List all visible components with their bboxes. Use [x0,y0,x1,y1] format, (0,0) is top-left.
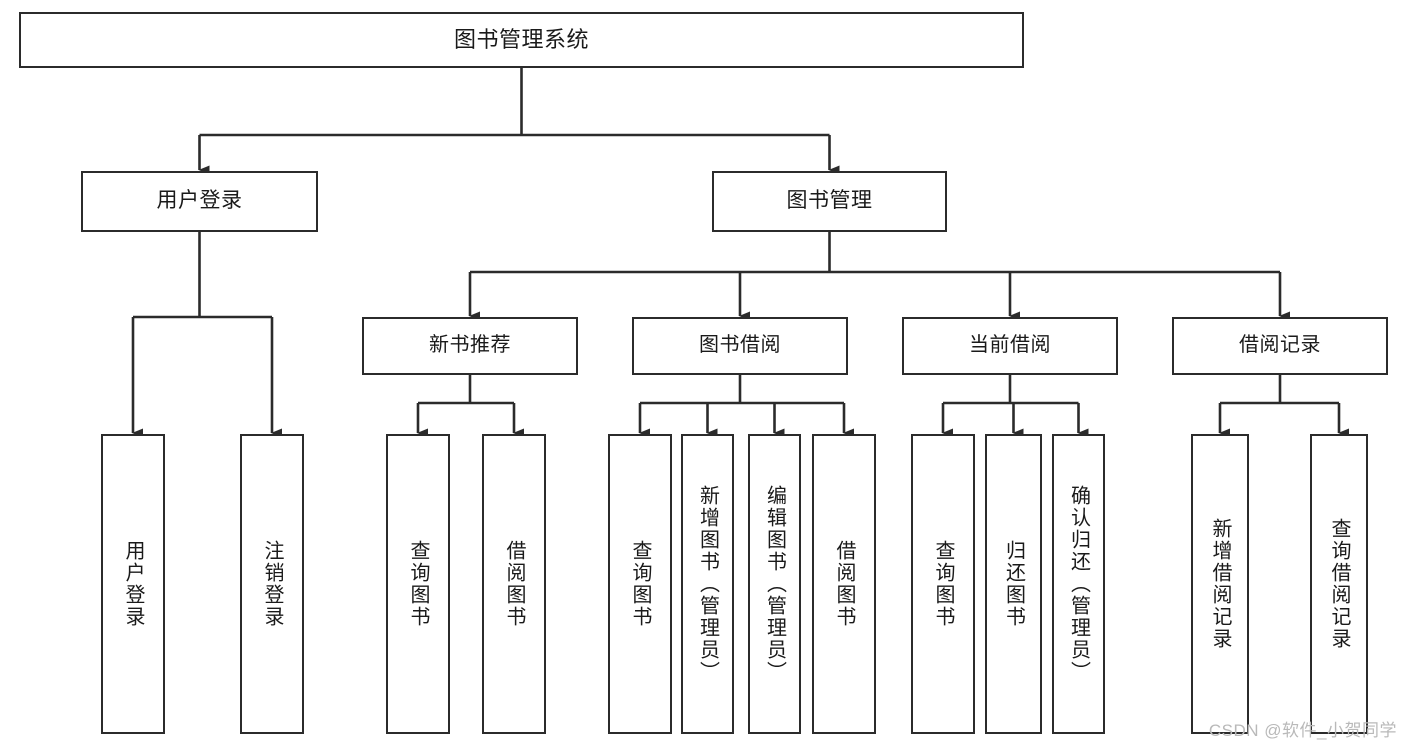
node-label: 图书管理系统 [453,27,589,53]
node-leaf-edit-book[interactable]: 编辑图书（管理员） [748,434,801,734]
node-label: 查询图书 [629,540,651,628]
node-leaf-confirm-return[interactable]: 确认归还（管理员） [1052,434,1105,734]
connector-lines [131,68,1349,438]
node-label: 图书管理 [786,189,873,213]
watermark-label: CSDN @软件_小贺同学 [1208,721,1397,740]
node-book-manage[interactable]: 图书管理 [712,171,947,232]
node-label: 查询借阅记录 [1328,518,1350,650]
node-label: 查询图书 [407,540,429,628]
node-user-login[interactable]: 用户登录 [81,171,318,232]
node-leaf-add-record[interactable]: 新增借阅记录 [1191,434,1249,734]
node-label: 借阅图书 [833,540,855,628]
node-new-book-rec[interactable]: 新书推荐 [362,317,578,375]
node-label: 查询图书 [932,540,954,628]
node-label: 当前借阅 [969,334,1051,357]
node-leaf-logout[interactable]: 注销登录 [240,434,304,734]
node-label: 新增借阅记录 [1209,518,1231,650]
node-leaf-query-record[interactable]: 查询借阅记录 [1310,434,1368,734]
node-label: 确认归还（管理员） [1067,485,1090,683]
node-root[interactable]: 图书管理系统 [19,12,1024,68]
node-leaf-add-book[interactable]: 新增图书（管理员） [681,434,734,734]
node-label: 归还图书 [1002,540,1025,628]
node-label: 借阅记录 [1239,334,1321,357]
node-leaf-query-book-1[interactable]: 查询图书 [386,434,450,734]
node-leaf-user-login[interactable]: 用户登录 [101,434,165,734]
node-book-borrow[interactable]: 图书借阅 [632,317,848,375]
node-label: 新书推荐 [429,334,511,357]
node-label: 借阅图书 [503,540,525,628]
node-leaf-query-book-2[interactable]: 查询图书 [608,434,672,734]
node-label: 用户登录 [122,540,144,628]
node-leaf-borrow-book-2[interactable]: 借阅图书 [812,434,876,734]
node-label: 图书借阅 [699,334,781,357]
node-label: 注销登录 [261,540,283,628]
node-current-borrow[interactable]: 当前借阅 [902,317,1118,375]
node-borrow-record[interactable]: 借阅记录 [1172,317,1388,375]
node-label: 编辑图书（管理员） [763,485,786,683]
node-leaf-borrow-book-1[interactable]: 借阅图书 [482,434,546,734]
node-leaf-return-book[interactable]: 归还图书 [985,434,1042,734]
node-leaf-query-book-3[interactable]: 查询图书 [911,434,975,734]
node-label: 用户登录 [156,189,243,213]
node-label: 新增图书（管理员） [696,485,719,683]
